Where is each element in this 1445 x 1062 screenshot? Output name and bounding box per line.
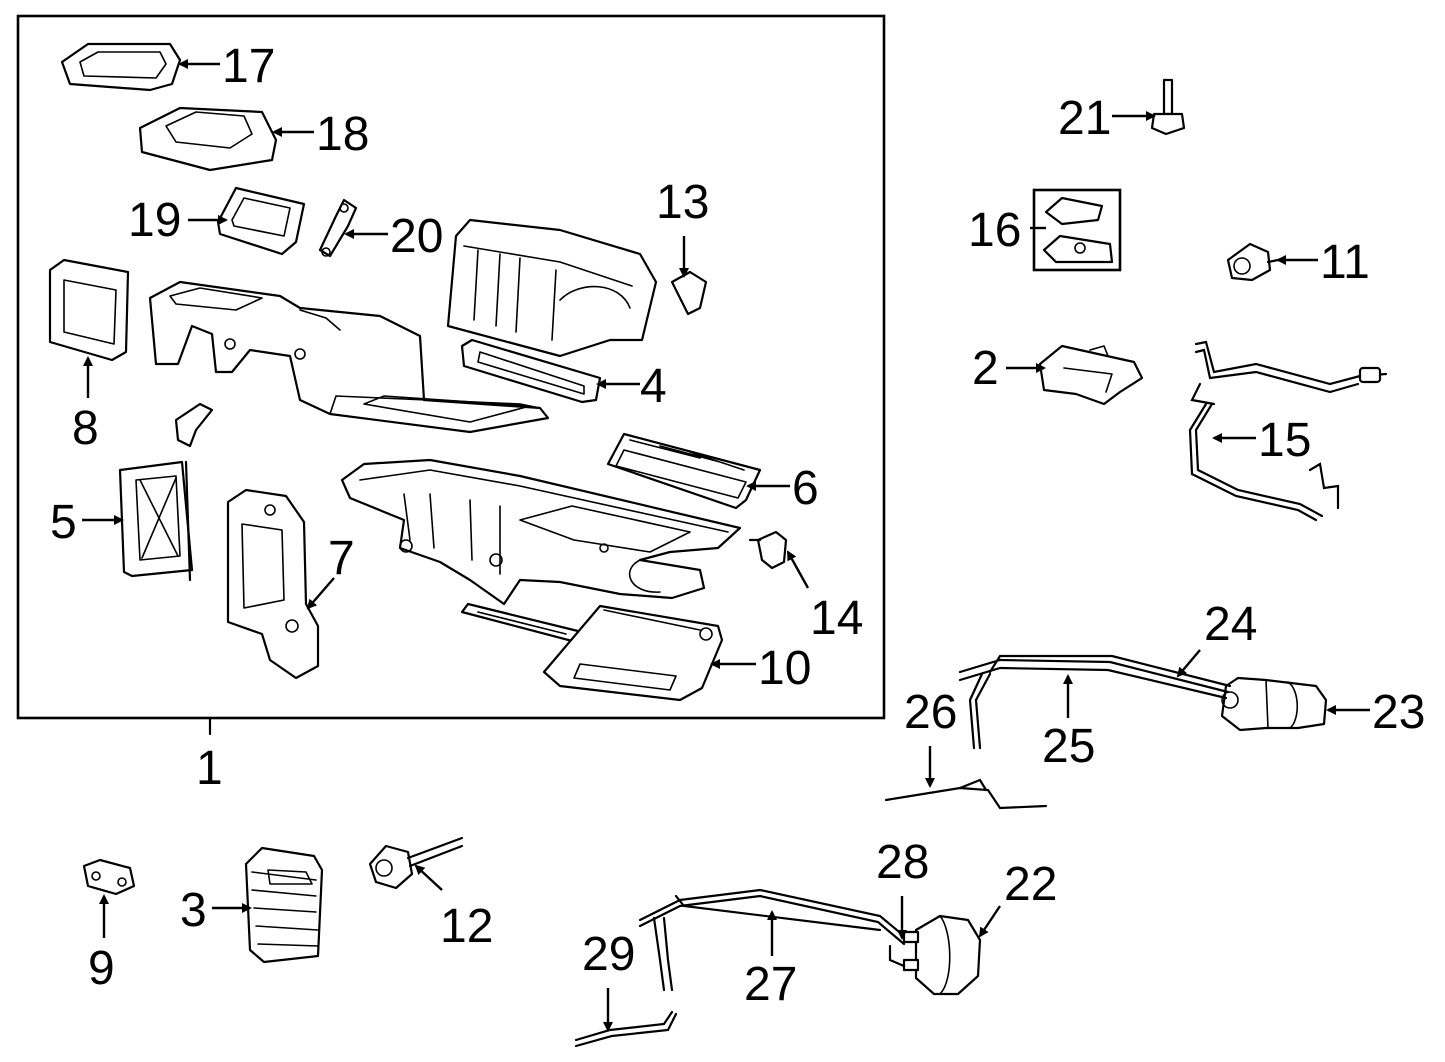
- part-3-heater-core: [244, 846, 324, 964]
- part-10-duct: [542, 604, 724, 702]
- part-12-valve: [368, 836, 464, 890]
- clip: [174, 402, 214, 448]
- callout-6: 6: [792, 462, 819, 515]
- callout-17: 17: [222, 40, 275, 93]
- callout-23: 23: [1372, 686, 1425, 739]
- part-13-knob: [670, 270, 708, 316]
- part-19-door: [216, 186, 306, 256]
- callout-9: 9: [88, 942, 115, 995]
- callout-21: 21: [1058, 92, 1111, 145]
- part-14-clip: [748, 530, 788, 570]
- part-16-kit: [1032, 188, 1122, 272]
- part-7-gasket: [226, 488, 320, 680]
- part-11-sensor: [1226, 242, 1280, 282]
- part-8-frame: [48, 258, 130, 362]
- part-4-plate: [460, 338, 602, 404]
- callout-16: 16: [968, 204, 1021, 257]
- callout-25: 25: [1042, 720, 1095, 773]
- part-22-reservoir: [902, 914, 982, 996]
- blower-housing: [446, 218, 658, 358]
- part-9-grommet: [82, 858, 136, 896]
- assembly-box: [16, 14, 886, 720]
- callout-12: 12: [440, 900, 493, 953]
- callout-18: 18: [316, 108, 369, 161]
- part-2-bracket: [1038, 344, 1144, 406]
- callout-28: 28: [876, 836, 929, 889]
- part-24-25-hoses: [884, 654, 1232, 810]
- part-18-housing: [138, 106, 278, 172]
- part-17-seal: [60, 42, 182, 92]
- seal-strip: [460, 602, 584, 644]
- callout-labels: 1 2 3 4 5 6 7 8 9 10 11 12 13 14 15 16 1…: [50, 40, 1425, 1011]
- part-21-bolt: [1150, 78, 1186, 136]
- callout-3: 3: [180, 884, 207, 937]
- callout-20: 20: [390, 210, 443, 263]
- callout-10: 10: [758, 642, 811, 695]
- callout-27: 27: [744, 958, 797, 1011]
- leader-arrows: [82, 59, 1370, 1032]
- callout-8: 8: [72, 402, 99, 455]
- callout-13: 13: [656, 176, 709, 229]
- callout-26: 26: [904, 686, 957, 739]
- callout-29: 29: [582, 928, 635, 981]
- callout-2: 2: [972, 342, 999, 395]
- part-6-filter: [606, 432, 762, 510]
- callout-4: 4: [640, 360, 667, 413]
- callout-11: 11: [1320, 236, 1370, 289]
- callout-15: 15: [1258, 414, 1311, 467]
- lower-case: [340, 458, 742, 606]
- callout-22: 22: [1004, 858, 1057, 911]
- part-5-door: [118, 460, 194, 582]
- part-27-28-29-hoses: [574, 888, 906, 1048]
- callout-14: 14: [810, 592, 863, 645]
- callout-1: 1: [196, 742, 223, 795]
- part-20-lever: [318, 198, 358, 258]
- callout-19: 19: [128, 194, 181, 247]
- upper-case: [148, 280, 550, 434]
- part-15-harness: [1188, 340, 1388, 522]
- callout-7: 7: [328, 532, 355, 585]
- part-23-actuator: [1220, 676, 1328, 732]
- callout-5: 5: [50, 496, 77, 549]
- callout-24: 24: [1204, 598, 1257, 651]
